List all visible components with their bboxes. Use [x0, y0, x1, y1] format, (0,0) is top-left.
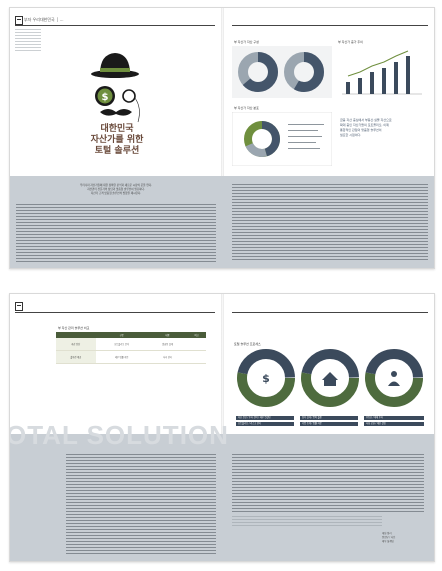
header-rule-right	[232, 312, 428, 313]
table-header: 내용	[147, 332, 188, 338]
process-circle	[301, 349, 359, 407]
chart-caption: 부 자산가 자산 분포	[234, 106, 259, 110]
growth-chart	[342, 50, 422, 95]
table-cell: 세무·법률 자문	[95, 350, 148, 364]
spread-gutter	[221, 294, 224, 561]
table-row: 자산 진단 포트폴리오 분석 맞춤형 설계	[56, 338, 206, 351]
quote-line: 금융 자산 중심에서 부동산·실물 자산으로	[340, 118, 392, 122]
circle-caption: 가업 승계 / 법률 자문	[300, 422, 358, 426]
chart-caption: 부 자산가 자산 구성	[234, 40, 259, 44]
credits: 대담·정리 편집부 / 사진 재무 설계팀	[382, 532, 426, 544]
sidebar-note	[15, 29, 41, 53]
table-cell: 사후 관리	[147, 350, 188, 364]
table-header: 비고	[187, 332, 206, 338]
house-icon	[322, 372, 338, 386]
chart-caption: 부 자산가 증가 추이	[338, 40, 363, 44]
body-text-left	[16, 204, 216, 262]
quote-line: 필요한 시점이다.	[340, 133, 362, 137]
circle-caption: 포트폴리오 / 리스크 관리	[236, 422, 294, 426]
table-row: 솔루션 제공 세무·법률 자문 사후 관리	[56, 350, 206, 364]
person-icon	[388, 371, 400, 386]
body-text-left	[66, 454, 216, 554]
page-icon	[15, 302, 23, 311]
feature-title: 대한민국 자산가를 위한 토털 솔루션	[90, 124, 144, 156]
footnote	[232, 516, 382, 526]
spread-gutter	[221, 8, 224, 268]
table-cell: 포트폴리오 분석	[95, 338, 148, 351]
svg-text:$: $	[102, 92, 109, 103]
intro-line: 우리나라 자산가들에 대한 정확한 분석과 새로운 시장의 문을 연다.	[80, 184, 152, 187]
diagram-caption: 토털 솔루션 프로세스	[234, 342, 261, 346]
intro-text: 우리나라 자산가들에 대한 정확한 분석과 새로운 시장의 문을 연다. 자산관…	[50, 184, 182, 196]
header-rule	[15, 25, 215, 26]
circle-caption: 부동산 / 대체 투자	[364, 416, 424, 420]
quote-line: 통합적인 관점의 맞춤형 솔루션이	[340, 128, 382, 132]
table-cell	[187, 338, 206, 351]
credit-line: 대담·정리	[382, 532, 392, 535]
dollar-monocle-icon: $	[95, 86, 140, 123]
header-left: 부자 우리대한민국 │ ...	[24, 17, 64, 22]
table-header	[56, 332, 96, 338]
table-header: 구분	[95, 332, 148, 338]
solution-table: 구분 내용 비고 자산 진단 포트폴리오 분석 맞춤형 설계 솔루션 제공 세무…	[56, 332, 206, 364]
distribution-chart	[232, 112, 332, 166]
table-caption: 부 자산 관리 솔루션 비교	[58, 326, 90, 330]
bowler-hat-icon	[91, 53, 139, 78]
gentleman-illustration: $	[91, 53, 140, 123]
header-rule	[15, 312, 215, 313]
table-cell: 맞춤형 설계	[147, 338, 188, 351]
magazine-spread-2: 부 자산 관리 솔루션 비교 구분 내용 비고 자산 진단 포트폴리오 분석 맞…	[9, 293, 435, 562]
circle-caption: 상속 설계 / 증여 플랜	[300, 416, 358, 420]
table-cell	[187, 350, 206, 364]
intro-line: 자산관리 전문가의 상담과 맞춤형 솔루션이 필요하다.	[87, 188, 145, 191]
donut-charts	[232, 46, 332, 98]
body-text-right	[232, 454, 424, 512]
svg-text:$: $	[262, 372, 270, 385]
circle-caption: 사회 공헌 / 재단 설립	[364, 422, 424, 426]
header-rule-right	[232, 25, 428, 26]
solution-process-diagram: $	[237, 349, 423, 407]
intro-line: 자산가 고객 맞춤형 솔루션의 방향을 제시한다.	[90, 192, 142, 195]
process-circle	[365, 349, 423, 407]
circle-caption: 자산 진단 / 투자 전략 / 세무 컨설팅	[236, 416, 294, 420]
table-cell: 솔루션 제공	[56, 350, 96, 364]
body-text-right	[232, 184, 428, 262]
solution-heading: OTAL SOLUTION	[9, 420, 229, 450]
table-cell: 자산 진단	[56, 338, 96, 351]
page-icon	[15, 16, 23, 25]
pull-quote: 금융 자산 중심에서 부동산·실물 자산으로 확대 중인 자산가들의 포트폴리오…	[340, 118, 428, 138]
quote-line: 확대 중인 자산가들의 포트폴리오, 이제	[340, 123, 389, 127]
credit-line: 편집부 / 사진	[382, 536, 396, 539]
mustache-icon	[100, 109, 132, 116]
process-circle: $	[237, 349, 295, 407]
credit-line: 재무 설계팀	[382, 540, 394, 543]
magazine-spread-1: 부자 우리대한민국 │ ... $ 대한민국 자산가를 위한 토털 솔루션 우리…	[9, 7, 435, 269]
